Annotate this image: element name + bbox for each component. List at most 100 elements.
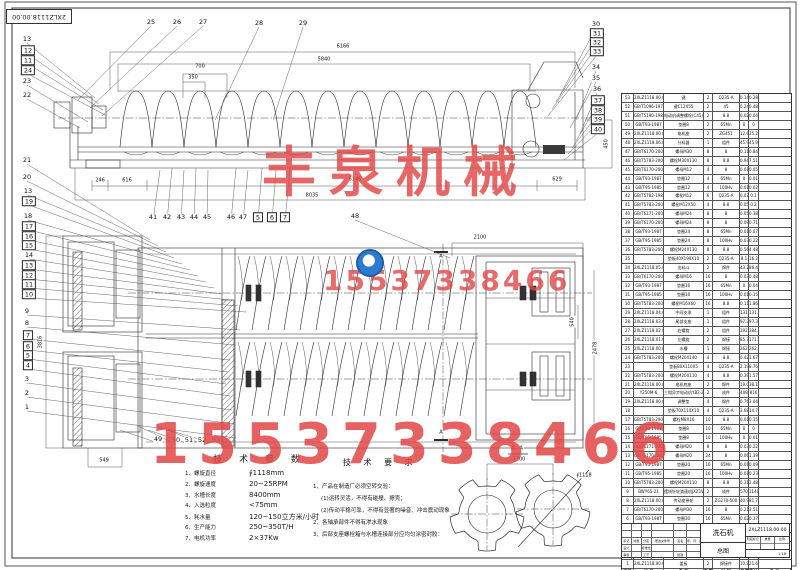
bom-cell: 垫圈20 [664,461,704,470]
bom-cell: 螺母M12 [664,165,704,174]
bom-cell: 0.02 [740,514,749,523]
bom-cell: 65Mn [713,425,740,434]
bom-cell: 1 [704,344,713,353]
bom-cell: GB/T93-1987 [634,514,664,523]
bom-cell [759,318,791,326]
bom-cell: 垫圈30 [664,514,704,523]
bom-cell: 电机座 [664,129,704,138]
bom-cell [759,103,791,111]
bom-cell: 8.8 [713,353,740,362]
requirement-line: 3、后部支座螺栓箱与水槽连接部分应均匀涂密封胶： [313,532,444,538]
bom-cell: 传动皮带轮 [664,496,704,505]
bom-cell: 10 [704,434,713,443]
bom-cell [759,264,791,272]
bom-cell: 0.07 [749,228,759,237]
bom-cell: 38.16 [749,380,759,389]
bom-cell: 8 [704,228,713,237]
bom-cell: 成件 [713,487,740,496]
bom-cell: GB/T93-1987 [634,282,664,290]
bom-cell: GB/T5782-1986 [634,192,664,201]
bom-cell: 左螺旋 [664,335,704,344]
bom-cell: 100Hv [713,434,740,443]
bom-cell: 螺栓M8X16 [664,416,704,425]
bom-cell: 2XLZ1118.00.00-5 [634,380,664,389]
bom-cell: 2XLZ1118.00.00-4 [634,398,664,407]
bom-cell: 9 [622,487,634,496]
bom-cell [759,228,791,236]
bom-cell [759,336,791,344]
bom-cell: 40.9 [740,496,749,505]
bom-cell: 65Mn [713,120,740,129]
bom-cell: 垫板40X190X10 [664,255,704,264]
bom-cell: 组件 [713,317,740,326]
bom-cell: 8.8 [713,201,740,210]
bom-cell: 408 [740,389,749,398]
bom-cell: 65Mn [713,282,740,290]
bom-cell [759,246,791,254]
bom-cell [759,237,791,245]
bom-cell: 0.76 [740,398,749,407]
bom-cell: 电机底座 [664,380,704,389]
bom-cell: 1.57 [749,371,759,380]
bom-cell: 2XLZ1118.05.00 [634,264,664,273]
bom-cell: GB/T5783-2000 [634,371,664,380]
bom-cell: 焊接 [713,335,740,344]
bom-cell: 2 [704,120,713,129]
bom-cell: 1.86 [749,299,759,308]
bom-cell: 100Hv [713,290,740,299]
bom-cell: 0.03 [740,237,749,246]
bom-cell: 螺母M30 [664,505,704,514]
title-block-cell [652,531,675,537]
bom-cell [759,443,791,451]
bom-cell: 0.22 [749,237,759,246]
bom-cell: Y250M-6 [634,389,664,398]
bom-cell: 10 [704,416,713,425]
bom-cell [759,425,791,433]
bom-cell [759,112,791,120]
bom-cell: 4 [704,174,713,183]
bom-cell: 4 [704,165,713,174]
title-block-cell [642,531,652,537]
param-label: 7、电机功率 [185,535,216,542]
bom-cell: 0.11 [740,147,749,156]
bom-cell: 36 [622,246,634,255]
bom-cell: 2XLZ1118.06.00 [634,138,664,147]
bom-cell: GB/T95-1985 [634,183,664,192]
bom-cell: 16 [704,273,713,282]
bom-cell: 螺栓M30X130 [664,156,704,165]
bom-cell: 18 [622,407,634,416]
bom-cell: 0.84 [749,147,759,156]
bom-cell: 24 [622,353,634,362]
bom-cell: 2XLZ1118.00.00-3 [634,496,664,505]
title-block-cell [687,552,700,559]
param-value: <75mm [249,501,278,510]
title-block-cell [674,545,688,551]
param-row: 1、螺旋直径∮1118mm [185,469,335,480]
bom-cell: 0.01 [749,174,759,183]
bom-cell: 8 [713,210,740,219]
drawing-number: 2XLZ1118.00.00 [746,524,789,537]
bom-cell [759,389,791,397]
bom-cell: 螺栓M12X50 [664,201,704,210]
bom-cell: 81.7 [749,496,759,505]
bom-cell: 40 [622,210,634,219]
bom-cell: ZG451 [713,129,740,138]
bom-cell [759,148,791,156]
bom-cell: 38 [622,228,634,237]
bom-cell: 盖板 [664,559,704,568]
bom-cell: 21 [622,380,634,389]
bom-cell: 焊接 [713,344,740,353]
bom-cell [759,201,791,209]
bom-cell: 0.42 [740,353,749,362]
bom-cell: 螺母M20 [664,452,704,461]
